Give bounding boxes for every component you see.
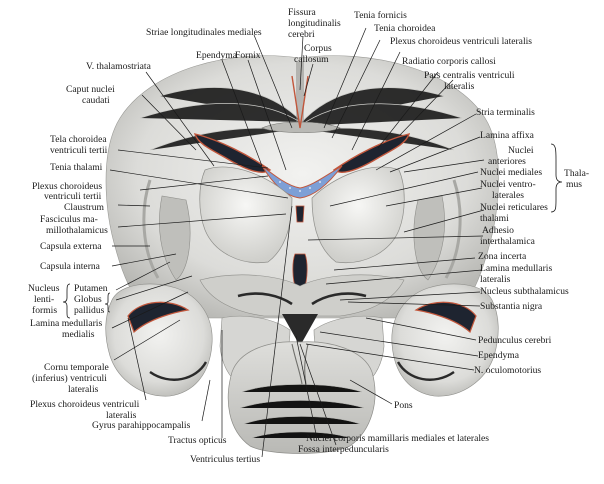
label-cornu-temporale-1: Cornu temporale bbox=[44, 362, 109, 373]
label-ependyma-top: Ependyma bbox=[196, 50, 238, 61]
label-nucleus-lentiformis-2: lenti- bbox=[34, 294, 54, 305]
label-thalamus-1: Thala- bbox=[564, 168, 589, 179]
label-corpus-callosum-1: Corpus bbox=[304, 43, 332, 54]
label-tela-choroidea-2: ventriculi tertii bbox=[50, 145, 108, 156]
label-fossa-interpeduncularis: Fossa interpeduncularis bbox=[298, 444, 389, 455]
label-nuclei-mediales: Nuclei mediales bbox=[480, 167, 542, 178]
label-plexus-choroideus-v-tertii-2: ventriculi tertii bbox=[44, 191, 102, 202]
label-capsula-interna: Capsula interna bbox=[40, 261, 101, 272]
label-n-oculomotorius: N. oculomotorius bbox=[474, 365, 541, 376]
label-tenia-choroidea: Tenia choroidea bbox=[374, 23, 436, 34]
label-nuclei-anteriores-1: Nuclei bbox=[508, 145, 534, 156]
label-pallidus: pallidus bbox=[74, 305, 105, 316]
label-plexus-choroideus-bottom-2: lateralis bbox=[106, 410, 137, 421]
label-globus: Globus bbox=[74, 294, 102, 305]
label-caput-nuclei-2: caudati bbox=[82, 95, 110, 106]
label-lamina-affixa: Lamina affixa bbox=[480, 130, 535, 141]
label-ventriculus-tertius: Ventriculus tertius bbox=[190, 454, 260, 465]
label-nucleus-lentiformis-1: Nucleus bbox=[28, 283, 60, 294]
label-thalamus-2: mus bbox=[566, 179, 582, 190]
section-tissue bbox=[105, 55, 499, 454]
label-claustrum: Claustrum bbox=[64, 202, 105, 213]
label-fissura-longitudinalis-1: Fissura bbox=[288, 7, 316, 18]
label-nuclei-ventrolaterales-2: laterales bbox=[492, 190, 524, 201]
label-nuclei-reticulares-2: thalami bbox=[480, 213, 509, 224]
label-fasciculus-2: millothalamicus bbox=[46, 225, 108, 236]
label-tenia-thalami: Tenia thalami bbox=[50, 162, 103, 173]
label-v-thalamostriata: V. thalamostriata bbox=[86, 61, 152, 72]
label-putamen: Putamen bbox=[74, 283, 108, 294]
label-tela-choroidea-1: Tela choroidea bbox=[50, 134, 107, 145]
label-plexus-choroideus-top: Plexus choroideus ventriculi lateralis bbox=[390, 36, 532, 47]
label-nucleus-subthalamicus: Nucleus subthalamicus bbox=[480, 286, 569, 297]
label-pars-centralis-2: lateralis bbox=[444, 81, 475, 92]
label-ependyma-bottom: Ependyma bbox=[478, 350, 520, 361]
label-nuclei-ventrolaterales-1: Nuclei ventro- bbox=[480, 179, 536, 190]
label-cornu-temporale-3: lateralis bbox=[68, 384, 99, 395]
label-tenia-fornicis: Tenia fornicis bbox=[354, 10, 407, 21]
label-caput-nuclei-1: Caput nuclei bbox=[66, 84, 115, 95]
label-plexus-choroideus-bottom-1: Plexus choroideus ventriculi bbox=[30, 399, 140, 410]
label-fasciculus-1: Fasciculus ma- bbox=[40, 214, 98, 225]
label-adhesio-1: Adhesio bbox=[482, 225, 514, 236]
label-fissura-longitudinalis-2: longitudinalis bbox=[288, 18, 341, 29]
label-nuclei-corporis-mamillaris: Nuclei corporis mamillaris mediales et l… bbox=[306, 433, 489, 444]
label-nucleus-lentiformis-3: formis bbox=[32, 305, 57, 316]
label-cornu-temporale-2: (inferius) ventriculi bbox=[32, 373, 107, 384]
label-corpus-callosum-2: callosum bbox=[294, 54, 329, 65]
label-pars-centralis-1: Pars centralis ventriculi bbox=[424, 70, 515, 81]
label-striae-longitudinales-mediales: Striae longitudinales mediales bbox=[146, 27, 262, 38]
label-lamina-medullaris-lateralis-2: lateralis bbox=[480, 274, 511, 285]
braces bbox=[62, 143, 563, 319]
label-lamina-medullaris-medialis-2: medialis bbox=[62, 329, 95, 340]
label-nuclei-reticulares-1: Nuclei reticulares bbox=[480, 202, 548, 213]
label-gyrus-parahippocampalis: Gyrus parahippocampalis bbox=[92, 420, 191, 431]
label-lamina-medullaris-medialis-1: Lamina medullaris bbox=[30, 318, 102, 329]
leader-lines bbox=[109, 27, 485, 458]
label-capsula-externa: Capsula externa bbox=[40, 241, 102, 252]
label-substantia-nigra: Substantia nigra bbox=[480, 301, 543, 312]
label-tractus-opticus: Tractus opticus bbox=[168, 435, 227, 446]
labels: Striae longitudinales mediales Fissura l… bbox=[28, 7, 589, 465]
label-pedunculus-cerebri: Pedunculus cerebri bbox=[478, 335, 552, 346]
label-radiatio-corporis-callosi: Radiatio corporis callosi bbox=[402, 56, 496, 67]
label-pons: Pons bbox=[394, 400, 413, 411]
label-adhesio-2: interthalamica bbox=[480, 236, 536, 247]
label-lamina-medullaris-lateralis-1: Lamina medullaris bbox=[480, 263, 552, 274]
label-fissura-longitudinalis-3: cerebri bbox=[288, 29, 315, 40]
label-nuclei-anteriores-2: anteriores bbox=[488, 156, 526, 167]
label-stria-terminalis: Stria terminalis bbox=[476, 107, 535, 118]
label-fornix: Fornix bbox=[235, 50, 261, 61]
label-zona-incerta: Zona incerta bbox=[478, 251, 527, 262]
label-plexus-choroideus-v-tertii-1: Plexus choroideus bbox=[32, 181, 102, 192]
